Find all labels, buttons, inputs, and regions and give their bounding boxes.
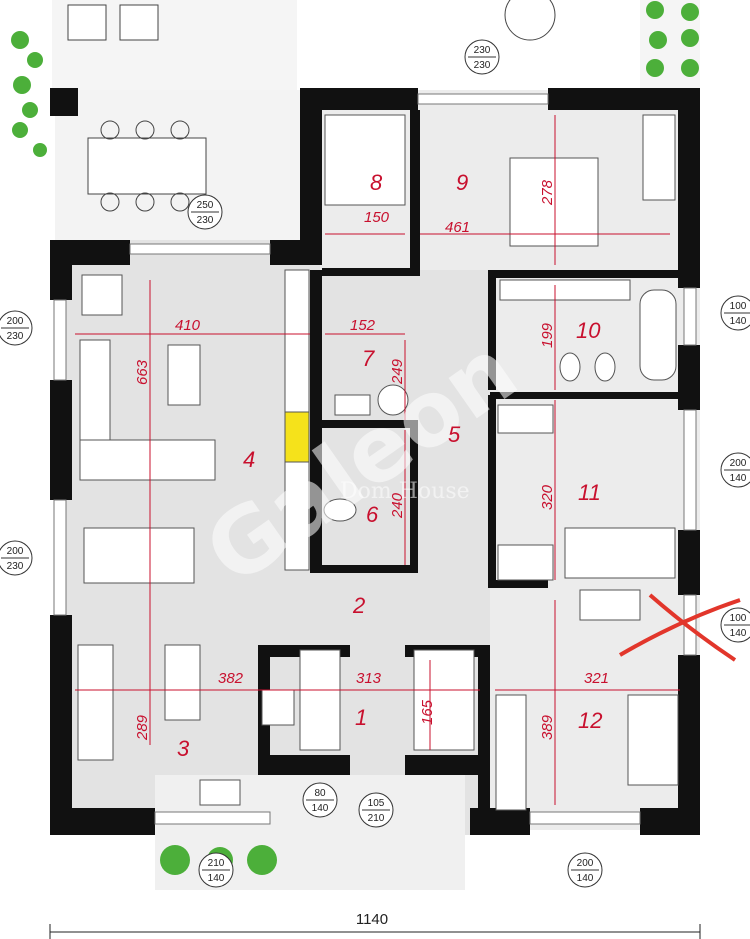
dimension-lines <box>75 115 680 805</box>
room-number-1: 1 <box>355 705 367 730</box>
opening-tag-11-top: 200 <box>577 858 594 869</box>
opening-tag-8-bottom: 140 <box>312 803 329 814</box>
dim-410: 410 <box>175 317 201 334</box>
dim-249: 249 <box>389 358 406 385</box>
opening-tag-5-bottom: 140 <box>730 316 747 327</box>
fireplace-icon <box>284 411 310 463</box>
dim-313: 313 <box>356 670 382 687</box>
opening-tag-dividers <box>1 56 750 871</box>
opening-tag-2-top: 250 <box>197 200 214 211</box>
dim-152: 152 <box>350 317 376 334</box>
dim-389: 389 <box>539 714 556 740</box>
opening-tag-1-bottom: 230 <box>474 60 491 71</box>
room-number-2: 2 <box>352 593 365 618</box>
dim-461: 461 <box>445 219 470 236</box>
windows <box>53 93 697 825</box>
furniture <box>77 114 679 811</box>
dim-150: 150 <box>364 209 390 226</box>
dim-320: 320 <box>539 484 556 510</box>
dim-165: 165 <box>419 699 436 725</box>
room-number-7: 7 <box>362 346 375 371</box>
opening-tag-4-top: 200 <box>7 546 24 557</box>
opening-tag-9-bottom: 210 <box>368 813 385 824</box>
overall-width-label: 1140 <box>356 911 388 928</box>
dim-240: 240 <box>389 492 406 519</box>
dim-199: 199 <box>539 322 556 348</box>
opening-tag-3-top: 200 <box>7 316 24 327</box>
room-number-10: 10 <box>576 318 601 343</box>
opening-tag-9-top: 105 <box>368 798 385 809</box>
dim-663: 663 <box>134 359 151 385</box>
opening-tag-10-bottom: 140 <box>208 873 225 884</box>
room-number-11: 11 <box>578 480 601 505</box>
opening-tag-6-top: 200 <box>730 458 747 469</box>
dim-278: 278 <box>539 179 556 206</box>
room-number-8: 8 <box>370 170 383 195</box>
dim-289: 289 <box>134 714 151 741</box>
room-number-9: 9 <box>456 170 468 195</box>
opening-tag-7-top: 100 <box>730 613 747 624</box>
room-number-6: 6 <box>366 502 379 527</box>
opening-tag-4-bottom: 230 <box>7 561 24 572</box>
opening-tag-11-bottom: 140 <box>577 873 594 884</box>
opening-tag-7-bottom: 140 <box>730 628 747 639</box>
removed-window-mark <box>618 593 741 662</box>
opening-tag-10-top: 210 <box>208 858 225 869</box>
room-number-4: 4 <box>243 447 255 472</box>
overall-width-line <box>49 924 701 939</box>
opening-tag-5-top: 100 <box>730 301 747 312</box>
room-number-3: 3 <box>177 736 190 761</box>
opening-tag-8-top: 80 <box>314 788 326 799</box>
opening-tag-3-bottom: 230 <box>7 331 24 342</box>
dim-382: 382 <box>218 670 244 687</box>
opening-tag-1-top: 230 <box>474 45 491 56</box>
opening-tag-6-bottom: 140 <box>730 473 747 484</box>
opening-tag-2-bottom: 230 <box>197 215 214 226</box>
plant-icons <box>11 1 699 875</box>
room-number-12: 12 <box>578 708 602 733</box>
watermark-sub: Dom House <box>340 479 470 504</box>
room-number-5: 5 <box>448 422 461 447</box>
dim-321: 321 <box>584 670 609 687</box>
terrace-furniture <box>67 0 556 212</box>
walls <box>50 88 700 835</box>
